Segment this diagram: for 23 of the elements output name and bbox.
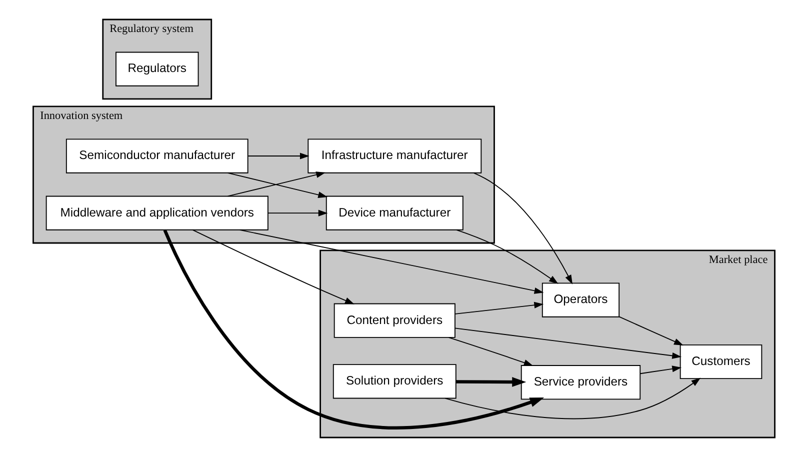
node-box: Semiconductor manufacturer bbox=[66, 138, 248, 174]
node-box: Customers bbox=[680, 344, 762, 380]
node-box: Solution providers bbox=[332, 364, 456, 399]
arrow bbox=[444, 378, 701, 420]
arrow bbox=[268, 210, 328, 216]
node-box: Infrastructure manufacturer bbox=[308, 138, 482, 174]
node-box: Content providers bbox=[334, 303, 456, 338]
arrow bbox=[192, 230, 354, 304]
arrow bbox=[239, 229, 544, 294]
node-box: Regulators bbox=[116, 52, 199, 86]
node-box: Operators bbox=[542, 282, 620, 318]
arrow bbox=[618, 316, 684, 346]
arrow bbox=[248, 152, 310, 160]
arrow bbox=[456, 230, 558, 284]
arrow bbox=[456, 377, 526, 387]
arrow bbox=[473, 172, 573, 284]
arrow bbox=[454, 302, 544, 314]
arrow bbox=[454, 328, 682, 359]
node-box: Service providers bbox=[520, 365, 641, 400]
arrow bbox=[448, 336, 534, 366]
node-box: Device manufacturer bbox=[326, 196, 464, 230]
arrow bbox=[640, 366, 682, 374]
node-box: Middleware and application vendors bbox=[46, 196, 268, 230]
